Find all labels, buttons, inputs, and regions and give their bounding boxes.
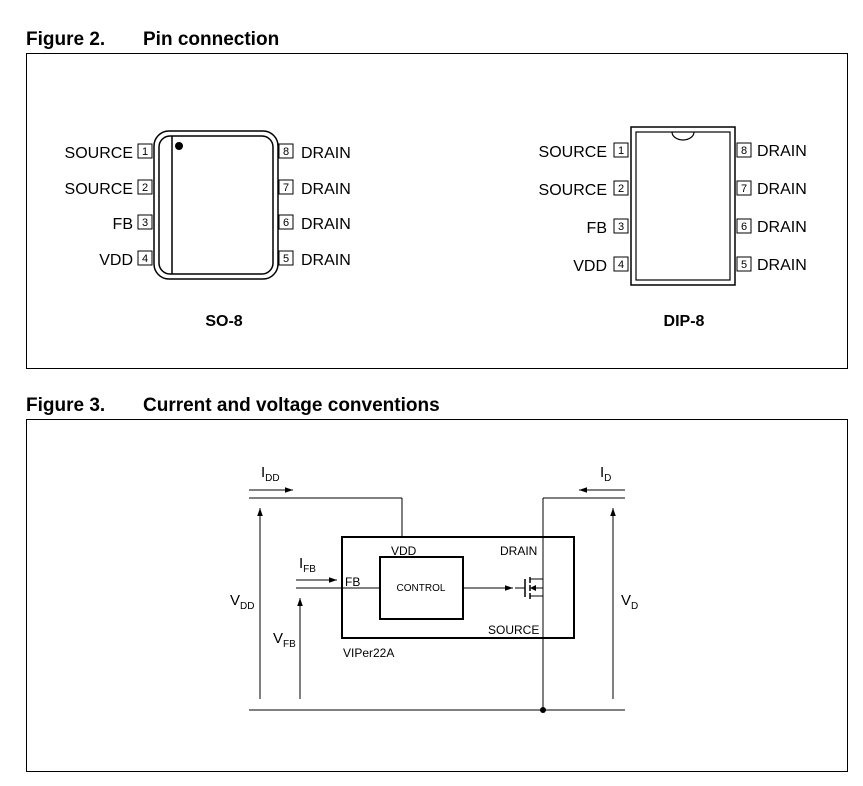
so8-pin-number: 3 bbox=[142, 217, 148, 229]
dip8-pin-name: DRAIN bbox=[757, 143, 807, 160]
dip8-label: DIP-8 bbox=[664, 313, 705, 330]
so8-pin1-dot bbox=[175, 142, 183, 150]
viper22a-device-box bbox=[341, 536, 575, 639]
dip8-pin-number: 4 bbox=[618, 259, 624, 271]
conventions-diagram: IDD ID VDD VD IFB VFB VDD DRAIN bbox=[230, 464, 638, 713]
so8-pin-name: FB bbox=[113, 216, 133, 233]
dip8-pin-name: VDD bbox=[573, 258, 607, 275]
so8-pin-name: DRAIN bbox=[301, 181, 351, 198]
so8-pin-name: SOURCE bbox=[65, 145, 133, 162]
pin-connection-diagram: 1 SOURCE 2 SOURCE 3 FB 4 VDD 8 DRAIN 7 D… bbox=[65, 126, 807, 330]
dip8-pin-name: SOURCE bbox=[539, 144, 607, 161]
so8-right-pin-7: 7 DRAIN bbox=[278, 179, 351, 198]
so8-right-pin-8: 8 DRAIN bbox=[278, 143, 351, 162]
so8-pin-number: 1 bbox=[142, 146, 148, 158]
dip8-right-pin-5: 5 DRAIN bbox=[736, 256, 807, 274]
svg-text:VD: VD bbox=[621, 592, 638, 612]
so8-pin-number: 5 bbox=[283, 253, 289, 265]
dip8-pin-name: DRAIN bbox=[757, 257, 807, 274]
source-pin-label: SOURCE bbox=[488, 623, 539, 637]
so8-left-pin-1: 1 SOURCE bbox=[65, 143, 153, 162]
dip8-pin-number: 7 bbox=[741, 183, 747, 195]
idd-label: IDD bbox=[261, 464, 280, 484]
svg-text:VDD: VDD bbox=[230, 592, 254, 612]
device-name-label: VIPer22A bbox=[343, 646, 394, 660]
so8-label: SO-8 bbox=[205, 313, 242, 330]
svg-text:IDD: IDD bbox=[261, 464, 280, 484]
ifb-label: IFB bbox=[299, 555, 316, 575]
so8-pin-number: 6 bbox=[283, 217, 289, 229]
so8-left-pin-3: 3 FB bbox=[113, 214, 153, 233]
so8-outline bbox=[153, 130, 279, 280]
dip8-pin-name: FB bbox=[587, 220, 607, 237]
dip8-pin-number: 2 bbox=[618, 183, 624, 195]
vdd-pin-label: VDD bbox=[391, 544, 417, 558]
so8-pin-name: SOURCE bbox=[65, 181, 133, 198]
so8-pin-number: 4 bbox=[142, 253, 148, 265]
figure3-number: Figure 3. bbox=[26, 395, 106, 416]
dip8-left-pin-4: 4 VDD bbox=[573, 256, 629, 275]
id-label: ID bbox=[600, 464, 611, 484]
svg-text:IFB: IFB bbox=[299, 555, 316, 575]
dip8-right-pin-8: 8 DRAIN bbox=[736, 142, 807, 160]
drain-pin-label: DRAIN bbox=[500, 544, 537, 558]
so8-inner-outline bbox=[158, 135, 274, 275]
vd-voltage-label: VD bbox=[621, 592, 638, 612]
so8-pin-number: 7 bbox=[283, 182, 289, 194]
dip8-pin-name: SOURCE bbox=[539, 182, 607, 199]
so8-pin-number: 2 bbox=[142, 182, 148, 194]
so8-right-pin-6: 6 DRAIN bbox=[278, 214, 351, 233]
mosfet-symbol bbox=[515, 577, 544, 599]
figure2-number: Figure 2. bbox=[26, 29, 106, 50]
dip8-inner-outline bbox=[635, 131, 731, 281]
dip8-pin-name: DRAIN bbox=[757, 181, 807, 198]
dip8-right-pin-7: 7 DRAIN bbox=[736, 180, 807, 198]
so8-pin-name: VDD bbox=[99, 252, 133, 269]
figure3-frame: IDD ID VDD VD IFB VFB VDD DRAIN bbox=[26, 419, 848, 772]
vdd-voltage-label: VDD bbox=[230, 592, 254, 612]
so8-left-pin-2: 2 SOURCE bbox=[65, 179, 153, 198]
svg-text:VFB: VFB bbox=[273, 630, 296, 650]
dip8-left-pin-1: 1 SOURCE bbox=[539, 142, 629, 161]
control-label: CONTROL bbox=[397, 583, 446, 594]
so8-pin-name: DRAIN bbox=[301, 216, 351, 233]
so8-pin-name: DRAIN bbox=[301, 145, 351, 162]
dip8-left-pin-2: 2 SOURCE bbox=[539, 180, 629, 199]
dip8-left-pin-3: 3 FB bbox=[587, 218, 629, 237]
fb-pin-label: FB bbox=[345, 575, 360, 589]
so8-left-pin-4: 4 VDD bbox=[99, 250, 153, 269]
dip8-pin-number: 5 bbox=[741, 259, 747, 271]
svg-text:ID: ID bbox=[600, 464, 611, 484]
dip8-notch bbox=[671, 131, 695, 141]
dip8-pin-number: 6 bbox=[741, 221, 747, 233]
dip8-pin-number: 3 bbox=[618, 221, 624, 233]
figure3-title: Current and voltage conventions bbox=[143, 395, 440, 416]
so8-pin-name: DRAIN bbox=[301, 252, 351, 269]
dip8-pin-number: 1 bbox=[618, 145, 624, 157]
so8-right-pin-5: 5 DRAIN bbox=[278, 250, 351, 269]
vfb-voltage-label: VFB bbox=[273, 630, 296, 650]
so8-pin-number: 8 bbox=[283, 146, 289, 158]
dip8-right-pin-6: 6 DRAIN bbox=[736, 218, 807, 236]
figure2-frame: 1 SOURCE 2 SOURCE 3 FB 4 VDD 8 DRAIN 7 D… bbox=[26, 53, 848, 369]
figure2-title: Pin connection bbox=[143, 29, 280, 50]
dip8-pin-number: 8 bbox=[741, 145, 747, 157]
dip8-pin-name: DRAIN bbox=[757, 219, 807, 236]
dip8-outline bbox=[630, 126, 736, 286]
